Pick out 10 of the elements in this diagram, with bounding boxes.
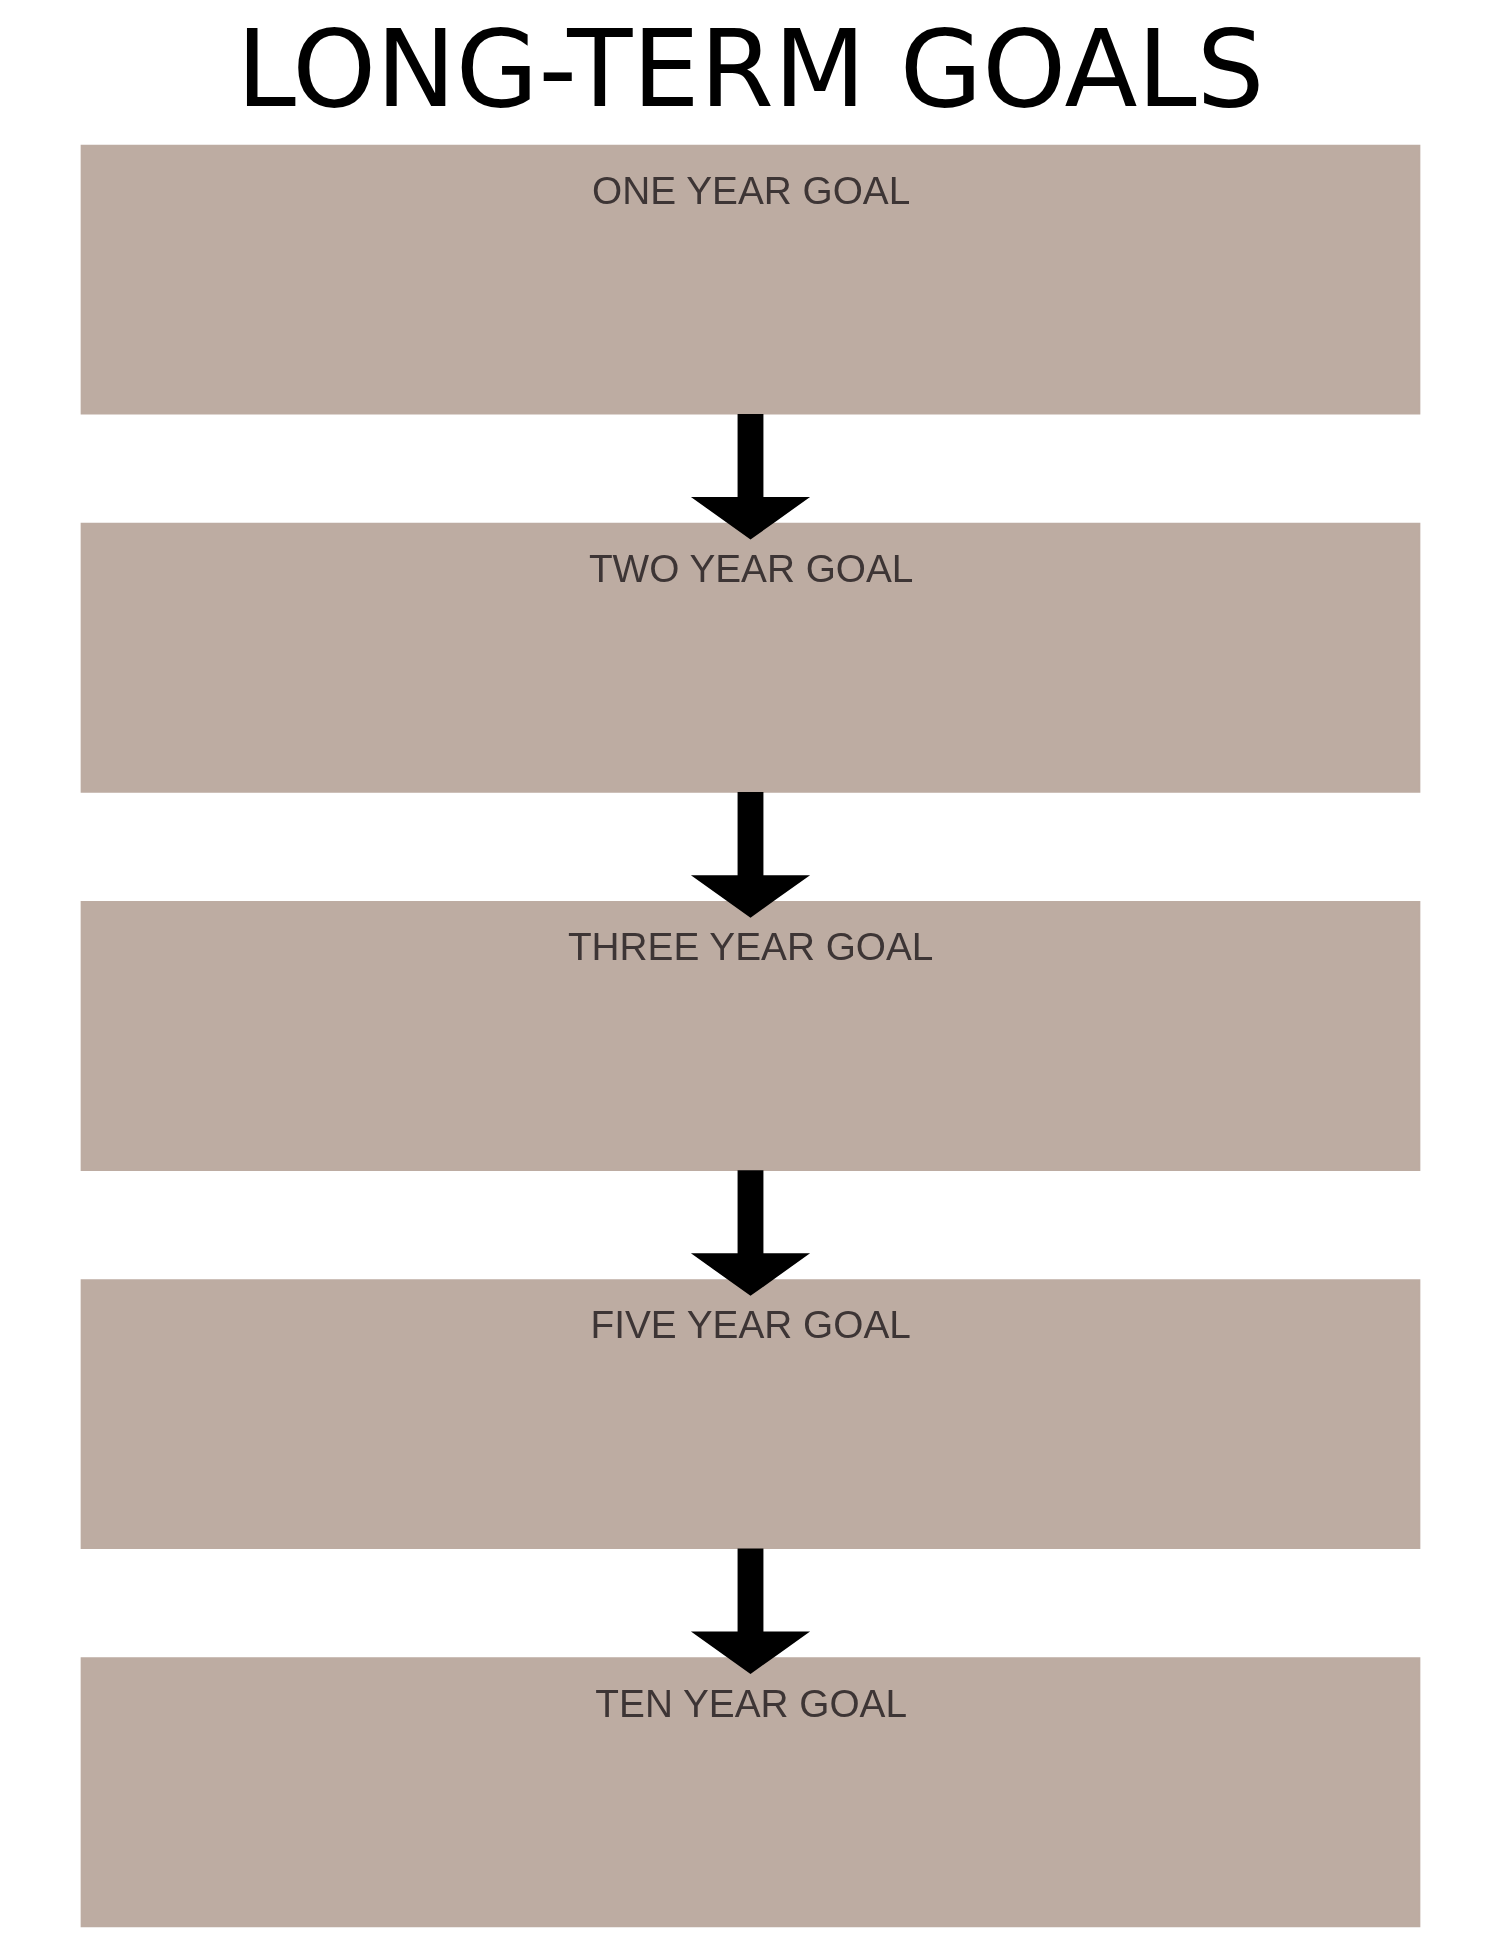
arrow bbox=[690, 1170, 810, 1296]
node-box: FIVE YEAR GOAL bbox=[80, 1279, 1420, 1550]
arrow bbox=[690, 413, 810, 540]
node-box: TEN YEAR GOAL bbox=[80, 1657, 1420, 1928]
arrow bbox=[690, 792, 810, 918]
node-box: ONE YEAR GOAL bbox=[80, 144, 1420, 415]
node-box: THREE YEAR GOAL bbox=[80, 901, 1420, 1171]
arrow bbox=[690, 1548, 810, 1674]
node-box: TWO YEAR GOAL bbox=[80, 522, 1420, 793]
diagram-title: LONG-TERM GOALS bbox=[236, 7, 1264, 132]
